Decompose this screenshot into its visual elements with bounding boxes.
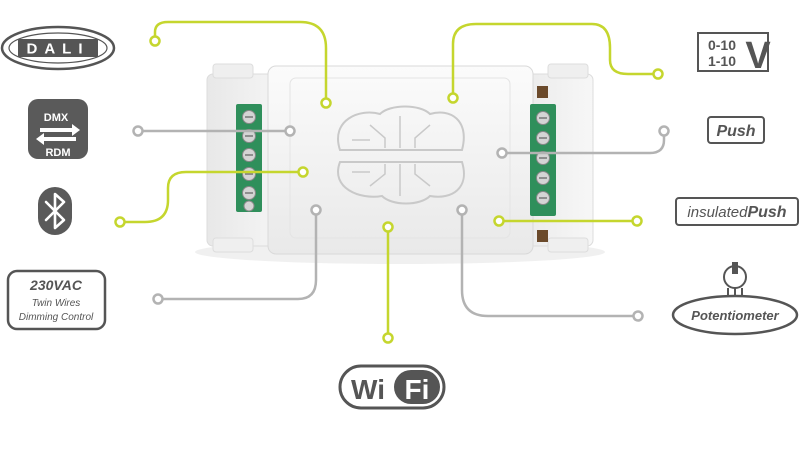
connector-potentiometer <box>460 208 640 318</box>
dali-logo: DALI <box>0 25 116 71</box>
0-10v-label-bottom: 1-10 <box>708 53 736 69</box>
arrow-left-icon <box>36 133 76 145</box>
rdm-label: RDM <box>45 147 70 159</box>
connector-bluetooth <box>118 170 305 224</box>
push-logo: Push <box>707 116 765 144</box>
230vac-line1: Twin Wires <box>32 298 81 309</box>
terminal-block-left <box>236 104 262 212</box>
0-10v-logo: 0-10 1-10 V <box>697 32 771 77</box>
potentiometer-logo: Potentiometer <box>671 262 799 336</box>
wifi-fi-label: Fi <box>405 374 430 405</box>
connector-0-10v <box>451 22 660 100</box>
push-label: Push <box>716 123 755 140</box>
wifi-wi-label: Wi <box>351 374 385 405</box>
0-10v-label-top: 0-10 <box>708 37 736 53</box>
bluetooth-icon <box>38 187 72 235</box>
brain-circuit-icon <box>337 105 465 205</box>
connector-push <box>500 129 666 155</box>
insulated-push-label: Push <box>747 204 786 221</box>
dmx-label: DMX <box>44 112 69 124</box>
insulated-push-text: insulatedPush <box>687 204 786 221</box>
230vac-title: 230VAC <box>29 277 83 293</box>
connector-dali <box>153 20 328 105</box>
potentiometer-label: Potentiometer <box>691 308 779 323</box>
230vac-line2: Dimming Control <box>19 312 94 323</box>
0-10v-label-v: V <box>745 35 771 77</box>
arrow-right-icon <box>40 124 80 136</box>
dmx-rdm-logo: DMX RDM <box>28 99 88 159</box>
knob-icon <box>723 262 747 296</box>
connector-230vac <box>156 208 318 301</box>
wifi-logo: Wi Fi <box>338 364 446 410</box>
insulated-push-logo: insulatedPush <box>675 197 799 226</box>
insulated-prefix: insulated <box>687 204 748 221</box>
230vac-box: 230VAC Twin Wires Dimming Control <box>6 269 107 331</box>
terminal-block-right <box>530 86 556 242</box>
dali-label: DALI <box>27 41 90 58</box>
controller-device <box>195 63 605 264</box>
